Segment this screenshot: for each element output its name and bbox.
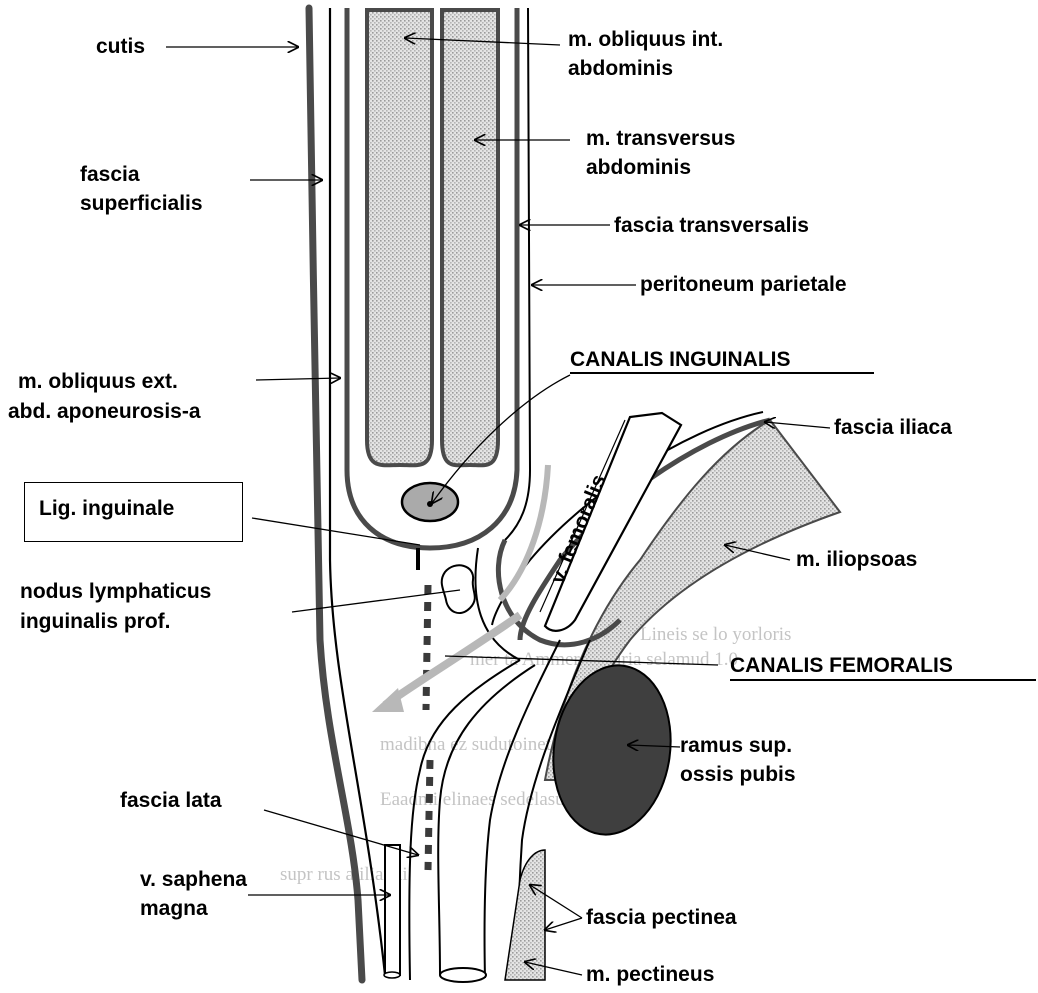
svg-text:Lineis se lo yorloris: Lineis se lo yorloris — [640, 624, 791, 645]
label-fascia-superficialis: fascia — [80, 163, 140, 186]
vessel-opening — [440, 968, 486, 982]
svg-text:abdominis: abdominis — [586, 156, 691, 179]
label-ramus-sup: ramus sup. — [680, 734, 792, 757]
label-fascia-transversalis: fascia transversalis — [614, 214, 809, 237]
svg-text:magna: magna — [140, 897, 208, 920]
svg-text:abdominis: abdominis — [568, 57, 673, 80]
label-transversus: m. transversus — [586, 127, 735, 150]
obliquus-int-muscle — [367, 10, 432, 465]
transversus-muscle — [442, 10, 498, 465]
hernia-arrow-inguinal — [500, 465, 548, 600]
label-fascia-lata: fascia lata — [120, 789, 222, 812]
pectineus-muscle — [505, 850, 545, 980]
v-saphena-magna-vessel — [385, 845, 400, 975]
label-fascia-iliaca: fascia iliaca — [834, 416, 952, 439]
nodus-lymphaticus-shape — [442, 565, 475, 613]
svg-text:superficialis: superficialis — [80, 192, 203, 215]
label-obliquus-ext: m. obliquus ext. — [18, 370, 178, 393]
label-fascia-pectinea: fascia pectinea — [586, 906, 737, 929]
label-canalis-femoralis: CANALIS FEMORALIS — [730, 654, 953, 677]
label-v-saphena: v. saphena — [140, 868, 247, 891]
svg-text:madibna ez sudutoinet: madibna ez sudutoinet — [380, 734, 552, 755]
lig-inguinale-box: Lig. inguinale — [24, 482, 243, 542]
label-pectineus: m. pectineus — [586, 963, 714, 986]
lig-inguinale-dashes — [426, 585, 428, 710]
svg-text:ossis pubis: ossis pubis — [680, 763, 796, 786]
label-peritoneum: peritoneum parietale — [640, 273, 847, 296]
label-obliquus-int: m. obliquus int. — [568, 28, 723, 51]
cutis-line — [309, 8, 362, 980]
label-canalis-inguinalis: CANALIS INGUINALIS — [570, 348, 791, 371]
label-iliopsoas: m. iliopsoas — [796, 548, 917, 571]
label-nodus-lymphaticus: nodus lymphaticus — [20, 580, 211, 603]
ramus-sup-ossis-pubis-bone — [543, 658, 682, 842]
svg-text:inguinalis prof.: inguinalis prof. — [20, 610, 171, 633]
svg-text:abd. aponeurosis-a: abd. aponeurosis-a — [8, 400, 201, 423]
svg-text:Eaadmi elinaes sedelasum: Eaadmi elinaes sedelasum — [380, 789, 580, 810]
label-lig-inguinale: Lig. inguinale — [39, 497, 174, 521]
label-cutis: cutis — [96, 35, 145, 58]
